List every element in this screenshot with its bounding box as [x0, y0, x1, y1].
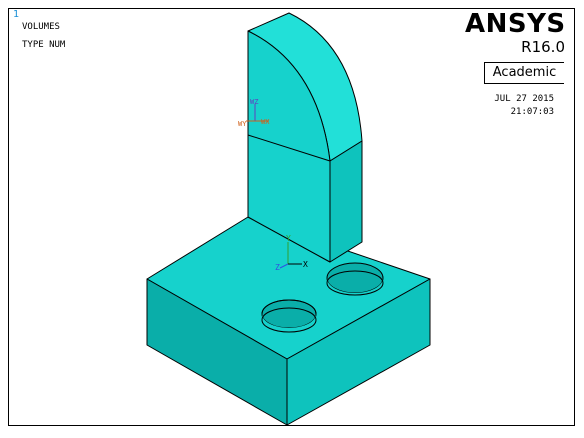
- window-number: 1: [13, 9, 20, 20]
- plot-time: 21:07:03: [510, 107, 554, 117]
- global-triad-icon: Y X Z: [275, 234, 308, 272]
- base-right-face[interactable]: [286, 278, 431, 426]
- workplane-wz-label: WZ: [250, 98, 258, 106]
- ansys-logo: ANSYS R16.0: [465, 10, 565, 56]
- triad-x-label: X: [303, 260, 308, 269]
- brand-edition: Academic: [484, 62, 564, 84]
- brand-release: R16.0: [521, 38, 565, 56]
- upright-right-face[interactable]: [329, 140, 363, 263]
- workplane-wy-label: WY: [238, 120, 247, 128]
- brand-name: ANSYS: [465, 9, 566, 39]
- plot-date: JUL 27 2015: [494, 94, 554, 104]
- triad-y-label: Y: [286, 234, 291, 243]
- hole-front[interactable]: [261, 299, 317, 333]
- numbering-label: TYPE NUM: [22, 40, 66, 50]
- plot-type-label: VOLUMES: [22, 22, 60, 32]
- graphics-window-frame: [8, 8, 575, 426]
- triad-z-label: Z: [275, 263, 280, 272]
- upright-edge-line: [247, 134, 331, 162]
- hole-back[interactable]: [326, 262, 384, 296]
- working-plane-icon: WZ WX WY: [238, 98, 270, 128]
- workplane-wx-label: WX: [261, 118, 270, 126]
